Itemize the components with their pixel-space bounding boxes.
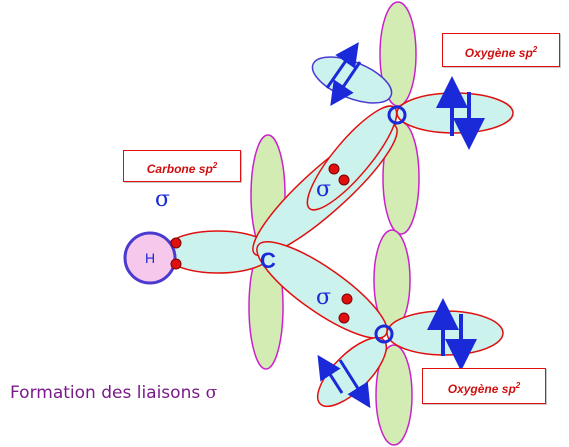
oxygene-bottom-label-box: Oxygène sp2 bbox=[422, 368, 546, 404]
electron-lower-1 bbox=[341, 293, 353, 305]
sigma-left: σ bbox=[155, 187, 170, 212]
spin-arrow-down-icon bbox=[338, 359, 371, 409]
electron-lower-2 bbox=[338, 312, 350, 324]
hydrogen-label: H bbox=[145, 250, 155, 266]
oxygene-bottom-label-text: Oxygène sp bbox=[447, 382, 516, 396]
sigma-upper: σ bbox=[316, 177, 331, 202]
caption: Formation des liaisons σ bbox=[10, 383, 217, 403]
hydrogen-atom bbox=[123, 231, 177, 285]
oxygene-top-label-exponent: 2 bbox=[532, 45, 538, 54]
carbone-label-box: Carbone sp2 bbox=[123, 150, 241, 182]
carbone-label-exponent: 2 bbox=[212, 161, 218, 170]
electron-h-2 bbox=[170, 258, 182, 270]
oxygen-bottom-center bbox=[374, 324, 394, 344]
spin-arrow-up-icon bbox=[317, 354, 344, 394]
carbone-label-text: Carbone sp bbox=[146, 162, 213, 176]
carbon-label: C bbox=[260, 248, 276, 273]
electron-upper-1 bbox=[328, 163, 340, 175]
sigma-lower: σ bbox=[316, 285, 331, 310]
carbon-oxygen-bottom-lobe bbox=[256, 241, 388, 339]
oxygene-top-label-text: Oxygène sp bbox=[464, 46, 533, 60]
electron-upper-2 bbox=[338, 174, 350, 186]
oxygen-top-center bbox=[387, 105, 407, 125]
caption-text: Formation des liaisons bbox=[10, 383, 206, 403]
caption-sigma: σ bbox=[205, 383, 218, 403]
oxygen-top-lobe-lone-pair-right bbox=[396, 92, 514, 134]
electron-h-1 bbox=[170, 237, 182, 249]
oxygene-bottom-label-exponent: 2 bbox=[515, 381, 521, 390]
spin-arrow-down-icon bbox=[330, 61, 362, 106]
oxygen-bottom-p-orbital-bottom bbox=[375, 344, 413, 446]
oxygene-top-label-box: Oxygène sp2 bbox=[442, 33, 560, 67]
